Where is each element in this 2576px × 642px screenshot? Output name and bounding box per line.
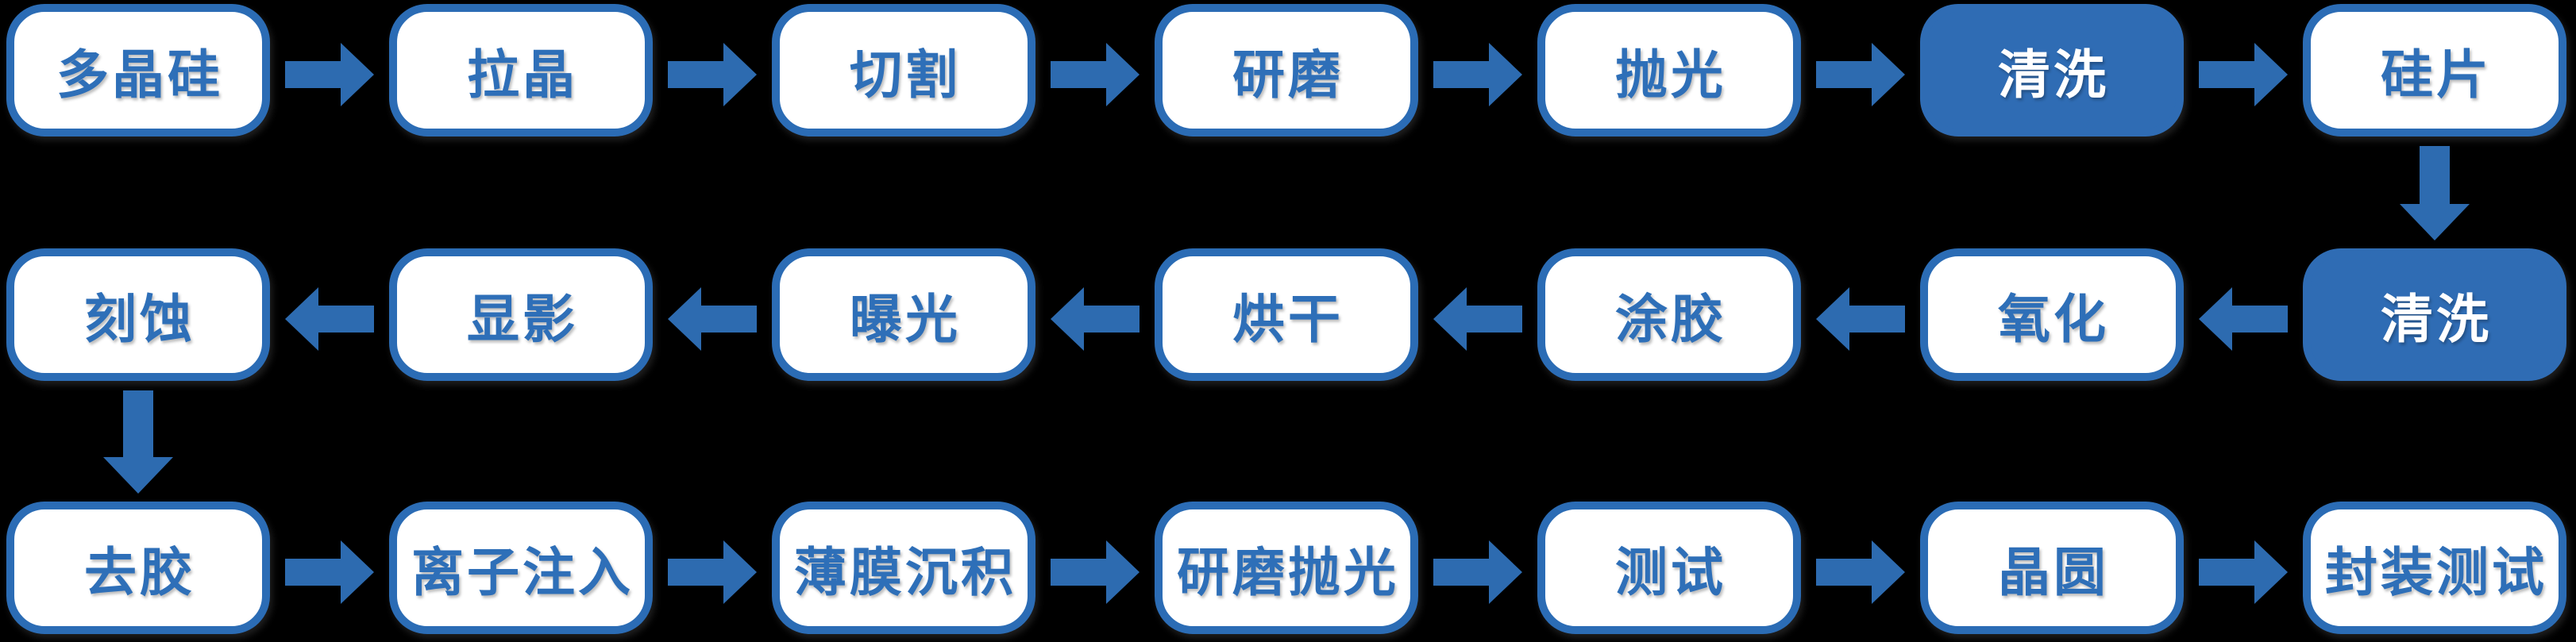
flow-node-label: 晶圆 bbox=[1998, 542, 2109, 602]
arrow-down-icon bbox=[103, 390, 173, 494]
flow-node-label: 薄膜沉积 bbox=[794, 542, 1016, 602]
flow-node: 研磨 bbox=[1155, 4, 1418, 136]
flow-node-label: 多晶硅 bbox=[56, 44, 223, 104]
arrow-right-icon bbox=[1433, 540, 1522, 604]
arrow-left-shape bbox=[1051, 286, 1140, 351]
flow-node-label: 烘干 bbox=[1232, 289, 1344, 348]
flow-node: 氧化 bbox=[1920, 248, 2184, 381]
flow-node-label: 氧化 bbox=[1998, 289, 2109, 348]
arrow-right-icon bbox=[2199, 540, 2288, 604]
arrow-right-shape bbox=[1051, 540, 1140, 604]
flow-node-label: 硅片 bbox=[2381, 44, 2492, 104]
arrow-left-shape bbox=[2199, 286, 2288, 351]
arrow-right-icon bbox=[1051, 540, 1140, 604]
arrow-right-icon bbox=[1816, 42, 1905, 106]
arrow-down-shape bbox=[2400, 146, 2470, 240]
flow-node: 测试 bbox=[1537, 502, 1801, 634]
flow-node-label: 拉晶 bbox=[467, 44, 578, 104]
flow-node-label: 涂胶 bbox=[1615, 289, 1726, 348]
arrow-left-icon bbox=[1433, 286, 1522, 351]
flow-node: 离子注入 bbox=[389, 502, 653, 634]
flow-node: 刻蚀 bbox=[6, 248, 270, 381]
arrow-right-icon bbox=[1433, 42, 1522, 106]
arrow-right-shape bbox=[285, 540, 374, 604]
arrow-left-icon bbox=[2199, 286, 2288, 351]
flow-node-label: 去胶 bbox=[84, 542, 195, 602]
flow-node-label: 曝光 bbox=[850, 289, 961, 348]
arrow-right-icon bbox=[668, 540, 757, 604]
arrow-down-shape bbox=[103, 390, 173, 494]
arrow-right-icon bbox=[285, 42, 374, 106]
arrow-right-shape bbox=[2199, 540, 2288, 604]
arrow-right-icon bbox=[1051, 42, 1140, 106]
flow-node: 清洗 bbox=[1920, 4, 2184, 136]
flow-node: 晶圆 bbox=[1920, 502, 2184, 634]
arrow-left-shape bbox=[1816, 286, 1905, 351]
flow-node: 封装测试 bbox=[2303, 502, 2566, 634]
flow-node-label: 测试 bbox=[1615, 542, 1726, 602]
arrow-right-shape bbox=[1816, 42, 1905, 106]
flow-node-label: 抛光 bbox=[1615, 44, 1726, 104]
flow-node-label: 清洗 bbox=[2381, 289, 2492, 348]
flow-node: 曝光 bbox=[772, 248, 1035, 381]
flow-node-label: 显影 bbox=[467, 289, 578, 348]
flow-node-label: 研磨 bbox=[1232, 44, 1344, 104]
flow-node-label: 离子注入 bbox=[411, 542, 634, 602]
flow-node-label: 研磨抛光 bbox=[1177, 542, 1399, 602]
arrow-left-icon bbox=[1051, 286, 1140, 351]
flow-node: 硅片 bbox=[2303, 4, 2566, 136]
flow-node: 清洗 bbox=[2303, 248, 2566, 381]
flow-node: 涂胶 bbox=[1537, 248, 1801, 381]
arrow-right-icon bbox=[285, 540, 374, 604]
flow-node: 拉晶 bbox=[389, 4, 653, 136]
arrow-right-icon bbox=[2199, 42, 2288, 106]
arrow-left-icon bbox=[285, 286, 374, 351]
flow-node-label: 刻蚀 bbox=[84, 289, 195, 348]
flow-node: 研磨抛光 bbox=[1155, 502, 1418, 634]
arrow-right-icon bbox=[668, 42, 757, 106]
arrow-right-shape bbox=[668, 42, 757, 106]
arrow-left-shape bbox=[285, 286, 374, 351]
arrow-right-shape bbox=[1051, 42, 1140, 106]
arrow-right-shape bbox=[668, 540, 757, 604]
arrow-left-icon bbox=[1816, 286, 1905, 351]
flow-node-label: 清洗 bbox=[1998, 44, 2109, 104]
flow-node: 烘干 bbox=[1155, 248, 1418, 381]
arrow-left-shape bbox=[1433, 286, 1522, 351]
arrow-right-shape bbox=[1433, 42, 1522, 106]
arrow-right-shape bbox=[2199, 42, 2288, 106]
flow-node: 去胶 bbox=[6, 502, 270, 634]
flow-node: 切割 bbox=[772, 4, 1035, 136]
flow-node: 多晶硅 bbox=[6, 4, 270, 136]
arrow-right-icon bbox=[1816, 540, 1905, 604]
arrow-left-shape bbox=[668, 286, 757, 351]
arrow-right-shape bbox=[1433, 540, 1522, 604]
flow-node: 显影 bbox=[389, 248, 653, 381]
arrow-right-shape bbox=[285, 42, 374, 106]
flow-node-label: 切割 bbox=[850, 44, 961, 104]
arrow-right-shape bbox=[1816, 540, 1905, 604]
arrow-down-icon bbox=[2400, 146, 2470, 240]
arrow-left-icon bbox=[668, 286, 757, 351]
flow-node: 薄膜沉积 bbox=[772, 502, 1035, 634]
flow-node-label: 封装测试 bbox=[2325, 542, 2547, 602]
flow-node: 抛光 bbox=[1537, 4, 1801, 136]
